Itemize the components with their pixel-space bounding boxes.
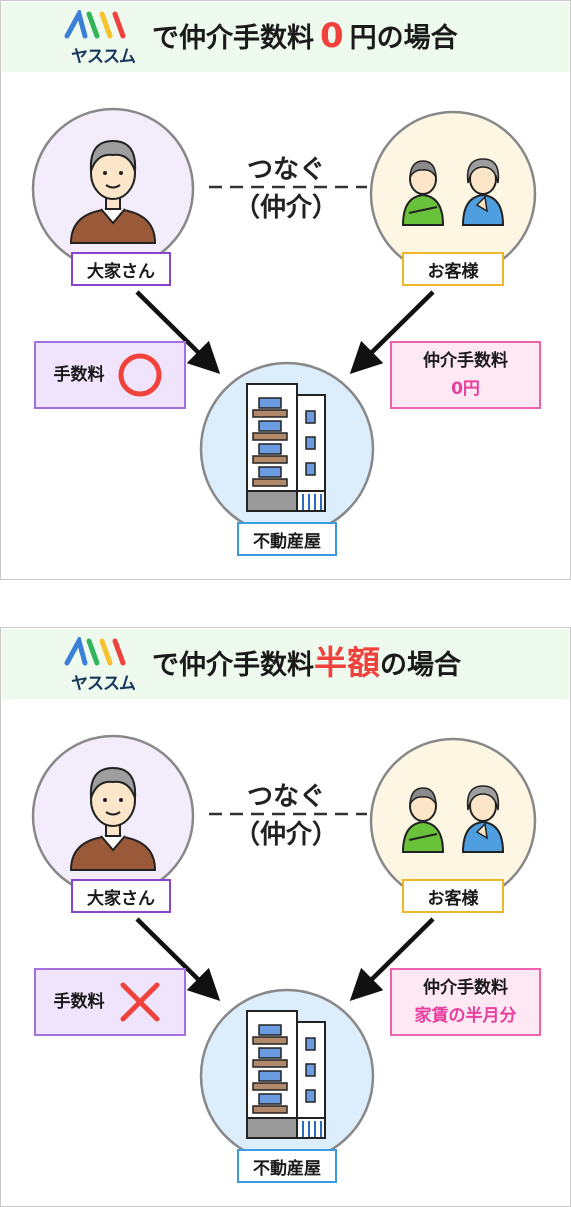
guest-circle [369,110,537,278]
panel-header: ヤススム で仲介手数料半額の場合 [2,629,569,699]
cost-arrow [349,917,435,1002]
logo-text: ヤススム [71,47,136,67]
title-prefix: で仲介手数料 [152,23,314,54]
guest-label: お客様 [402,879,504,913]
title-highlight: 半額 [314,643,380,682]
panel-title: で仲介手数料半額の場合 [152,643,461,682]
diagram-artwork [31,107,537,537]
yasusumu-logo: ヤススム [63,7,143,67]
connect-line-2: （仲介） [233,820,338,850]
agency-circle [199,988,375,1164]
cost-line-1: 仲介手数料 [423,978,508,998]
cost-line-2: 家賃の半月分 [414,1006,517,1026]
building-illustration [246,383,326,512]
circle-mark-icon [118,353,161,397]
fee-label: 手数料 [53,992,105,1012]
guest-label: お客様 [402,252,504,286]
fee-box: 手数料 [34,341,186,409]
owner-illustration [69,766,157,871]
cost-box: 仲介手数料 家賃の半月分 [390,968,541,1036]
title-suffix: 円の場合 [349,23,458,54]
owner-circle [31,734,195,898]
guest-circle [369,737,537,905]
guest-illustration [401,785,505,853]
logo-mark-icon [64,7,126,39]
cost-line-1: 仲介手数料 [423,351,508,371]
agency-label: 不動産屋 [237,522,337,556]
logo-mark-icon [64,634,126,666]
connect-line-1: つなぐ [246,155,325,185]
connect-label: つなぐ （仲介） [201,778,371,854]
fee-arrow [135,290,221,375]
connect-line-2: （仲介） [233,193,338,223]
cost-box: 仲介手数料 0円 [390,341,541,409]
fee-label: 手数料 [53,365,105,385]
logo-text: ヤススム [71,674,136,694]
cost-arrow [349,290,435,375]
connect-label: つなぐ （仲介） [201,151,371,227]
title-suffix: の場合 [380,650,461,681]
yasusumu-logo: ヤススム [63,634,143,694]
fee-box: 手数料 [34,968,186,1036]
diagram-panel-half-fee: ヤススム で仲介手数料半額の場合 つなぐ （仲介） 大家さん お客様 不動産屋 … [0,627,571,1207]
fee-arrow [135,917,221,1002]
guest-illustration [401,158,505,226]
cost-line-2: 0円 [451,379,480,399]
agency-circle [199,361,375,537]
building-illustration [246,1010,326,1139]
title-highlight: 0 [320,16,344,56]
title-prefix: で仲介手数料 [152,650,314,681]
connect-line-1: つなぐ [246,782,325,812]
owner-label: 大家さん [71,879,171,913]
owner-circle [31,107,195,271]
diagram-artwork [31,734,537,1164]
owner-illustration [69,139,157,244]
agency-label: 不動産屋 [237,1149,337,1183]
cross-mark-icon [120,982,159,1022]
owner-label: 大家さん [71,252,171,286]
